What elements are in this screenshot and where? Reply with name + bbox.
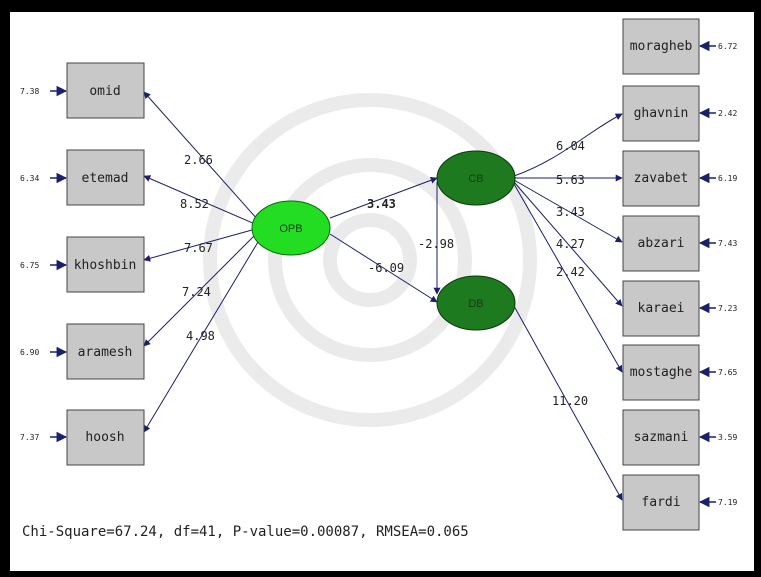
box-sazmani [622, 409, 700, 466]
path-cb-mostaghe [513, 183, 623, 373]
structural-paths [329, 176, 623, 501]
right-indicator-labels: moragheb ghavnin zavabet abzari karaei m… [630, 39, 693, 510]
path-opb-aramesh [143, 235, 255, 347]
coef-opb-db: -6.09 [368, 261, 404, 275]
watermark-rosette [203, 93, 537, 427]
box-abzari [622, 215, 700, 272]
fit-statistics: Chi-Square=67.24, df=41, P-value=0.00087… [22, 524, 469, 540]
error-ghavnin: 2.42 [718, 109, 737, 118]
latent-opb [251, 200, 331, 256]
path-db-fardi [513, 305, 623, 501]
loading-khoshbin: 7.67 [184, 241, 213, 255]
box-mostaghe [622, 344, 700, 401]
loading-karaei: 4.27 [556, 237, 585, 251]
loading-mostaghe: 2.42 [556, 265, 585, 279]
error-zavabet: 6.19 [718, 174, 737, 183]
loading-aramesh: 7.24 [182, 285, 211, 299]
right-error-values: 6.72 2.42 6.19 7.43 7.23 7.65 3.59 7.19 [718, 42, 737, 507]
left-indicator-labels: omid etemad khoshbin aramesh hoosh [74, 84, 137, 445]
error-hoosh: 7.37 [20, 433, 39, 442]
path-opb-cb [329, 176, 438, 219]
box-moragheb [622, 18, 700, 75]
path-opb-db [329, 233, 438, 303]
label-abzari: abzari [638, 236, 685, 251]
label-aramesh: aramesh [78, 345, 133, 360]
error-mostaghe: 7.65 [718, 368, 737, 377]
box-aramesh [66, 323, 145, 380]
latent-db-label: DB [468, 298, 483, 310]
loading-ghavnin: 6.04 [556, 139, 585, 153]
error-karaei: 7.23 [718, 304, 737, 313]
coef-opb-cb: 3.43 [367, 197, 396, 211]
error-moragheb: 6.72 [718, 42, 737, 51]
label-hoosh: hoosh [85, 430, 124, 445]
label-mostaghe: mostaghe [630, 365, 693, 380]
path-cb-ghavnin [513, 113, 623, 177]
label-karaei: karaei [638, 301, 685, 316]
right-error-arrows [698, 40, 716, 508]
path-opb-hoosh [143, 241, 259, 433]
coef-cb-db: -2.98 [418, 237, 454, 251]
box-fardi [622, 474, 700, 531]
box-etemad [66, 149, 145, 206]
latent-cb [436, 150, 516, 206]
path-opb-etemad [143, 175, 256, 225]
label-ghavnin: ghavnin [634, 106, 689, 121]
loading-abzari: 3.43 [556, 205, 585, 219]
latent-db [436, 275, 516, 331]
label-omid: omid [89, 84, 120, 99]
left-loading-paths [143, 91, 259, 433]
label-moragheb: moragheb [630, 39, 693, 54]
error-khoshbin: 6.75 [20, 261, 39, 270]
left-indicator-boxes [66, 62, 145, 466]
box-omid [66, 62, 145, 119]
error-abzari: 7.43 [718, 239, 737, 248]
left-loading-values: 2.66 8.52 7.67 7.24 4.98 [180, 153, 215, 343]
box-hoosh [66, 409, 145, 466]
loading-etemad: 8.52 [180, 197, 209, 211]
box-zavabet [622, 150, 700, 207]
error-aramesh: 6.90 [20, 348, 39, 357]
error-omid: 7.38 [20, 87, 39, 96]
cb-loading-values: 6.04 5.63 3.43 4.27 2.42 [556, 139, 585, 279]
box-ghavnin [622, 85, 700, 142]
left-error-arrows [50, 85, 68, 443]
path-cb-abzari [513, 179, 623, 243]
right-indicator-boxes [622, 18, 700, 531]
error-sazmani: 3.59 [718, 433, 737, 442]
cb-loading-paths [513, 113, 623, 373]
loading-hoosh: 4.98 [186, 329, 215, 343]
path-cb-karaei [513, 181, 623, 307]
error-fardi: 7.19 [718, 498, 737, 507]
error-etemad: 6.34 [20, 174, 39, 183]
label-fardi: fardi [641, 495, 680, 510]
left-error-values: 7.38 6.34 6.75 6.90 7.37 [20, 87, 39, 442]
label-zavabet: zavabet [634, 171, 689, 186]
path-opb-omid [143, 91, 259, 221]
coef-db-fardi: 11.20 [552, 394, 588, 408]
latent-cb-label: CB [468, 173, 483, 185]
label-etemad: etemad [82, 171, 129, 186]
label-khoshbin: khoshbin [74, 258, 137, 273]
path-opb-khoshbin [143, 229, 253, 262]
box-khoshbin [66, 236, 145, 293]
structural-values: 3.43 -2.98 -6.09 11.20 [367, 197, 588, 408]
loading-omid: 2.66 [184, 153, 213, 167]
box-karaei [622, 280, 700, 337]
latent-opb-label: OPB [279, 223, 302, 235]
label-sazmani: sazmani [634, 430, 689, 445]
loading-zavabet: 5.63 [556, 173, 585, 187]
